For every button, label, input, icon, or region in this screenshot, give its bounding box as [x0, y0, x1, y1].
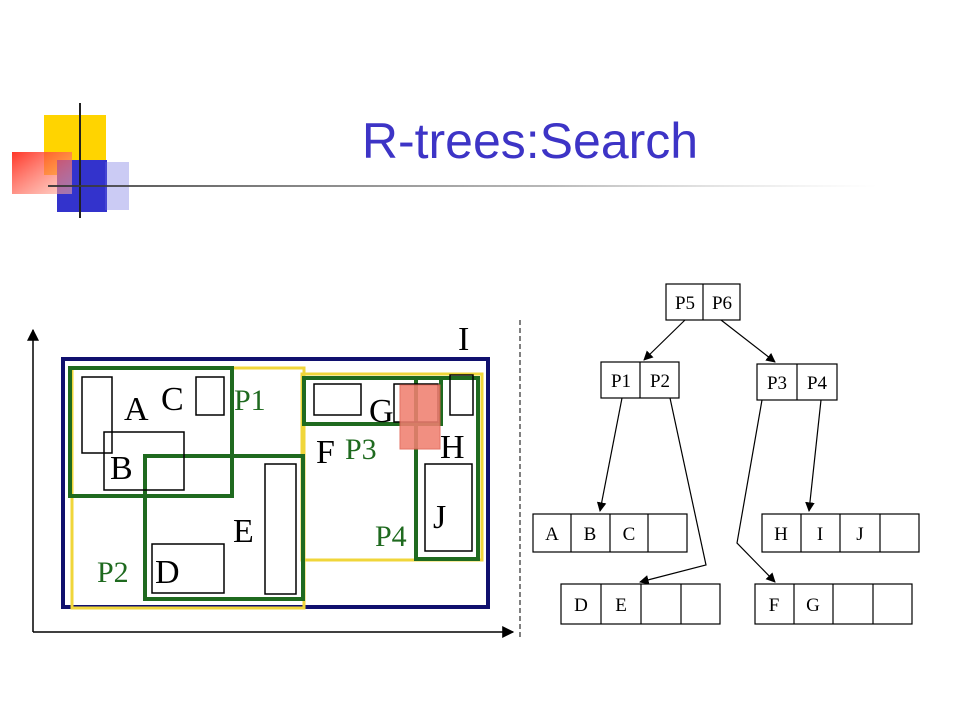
tree-pointers	[596, 319, 822, 585]
query-rect	[399, 384, 441, 450]
root-entry-1: P5	[675, 293, 695, 314]
hij-entry-2: I	[817, 524, 823, 545]
decor-horizontal-line	[48, 185, 878, 187]
label-h: H	[440, 429, 465, 466]
label-p4: P4	[375, 520, 407, 553]
label-a: A	[124, 391, 149, 428]
object-labels: A B C D E F G H I J	[110, 321, 469, 591]
p1p2-entry-2: P2	[650, 371, 670, 392]
tree-labels: P5 P6 P1 P2 P3 P4 A B C D E H I J F G	[545, 293, 864, 616]
p3p4-entry-1: P3	[767, 373, 787, 394]
rect-p1	[68, 366, 234, 498]
abc-entry-3: C	[623, 524, 636, 545]
pointer-p2	[639, 397, 707, 585]
de-entry-2: E	[615, 595, 627, 616]
label-c: C	[161, 381, 184, 418]
fg-entry-2: G	[806, 595, 820, 616]
object-e	[264, 463, 297, 595]
de-entry-1: D	[574, 595, 588, 616]
pointer-p4	[805, 399, 822, 512]
p3p4-entry-2: P4	[807, 373, 828, 394]
object-b	[103, 431, 185, 491]
rect-p2	[143, 454, 305, 601]
decor-red-square	[12, 152, 72, 194]
label-p1: P1	[234, 384, 266, 417]
object-j	[424, 463, 473, 552]
label-d: D	[155, 554, 180, 591]
pointer-p5	[643, 319, 686, 361]
abc-entry-1: A	[545, 524, 559, 545]
object-d	[151, 543, 225, 594]
label-j: J	[433, 499, 446, 536]
label-p3: P3	[345, 433, 377, 466]
root-entry-2: P6	[712, 293, 732, 314]
tree-nodes	[532, 283, 920, 625]
slide-title: R-trees:Search	[361, 113, 699, 169]
pointer-p6	[720, 319, 776, 363]
label-b: B	[110, 450, 133, 487]
pointer-p1	[596, 397, 623, 512]
label-i: I	[458, 321, 469, 358]
label-g: G	[369, 393, 394, 430]
rect-p3	[302, 376, 443, 426]
object-i	[449, 374, 474, 416]
hij-entry-1: H	[774, 524, 788, 545]
hij-entry-3: J	[856, 524, 863, 545]
abc-entry-2: B	[584, 524, 597, 545]
axes	[27, 328, 515, 638]
decor-logo	[12, 103, 878, 218]
region-labels: P1 P2 P3 P4	[97, 384, 407, 589]
label-e: E	[233, 513, 254, 550]
label-p2: P2	[97, 556, 129, 589]
object-c	[195, 376, 225, 416]
object-f	[313, 383, 362, 416]
p1p2-entry-1: P1	[611, 371, 631, 392]
fg-entry-1: F	[769, 595, 780, 616]
object-a	[81, 376, 113, 454]
label-f: F	[316, 434, 335, 471]
rect-p4	[414, 376, 480, 561]
pointer-p3	[736, 399, 776, 583]
